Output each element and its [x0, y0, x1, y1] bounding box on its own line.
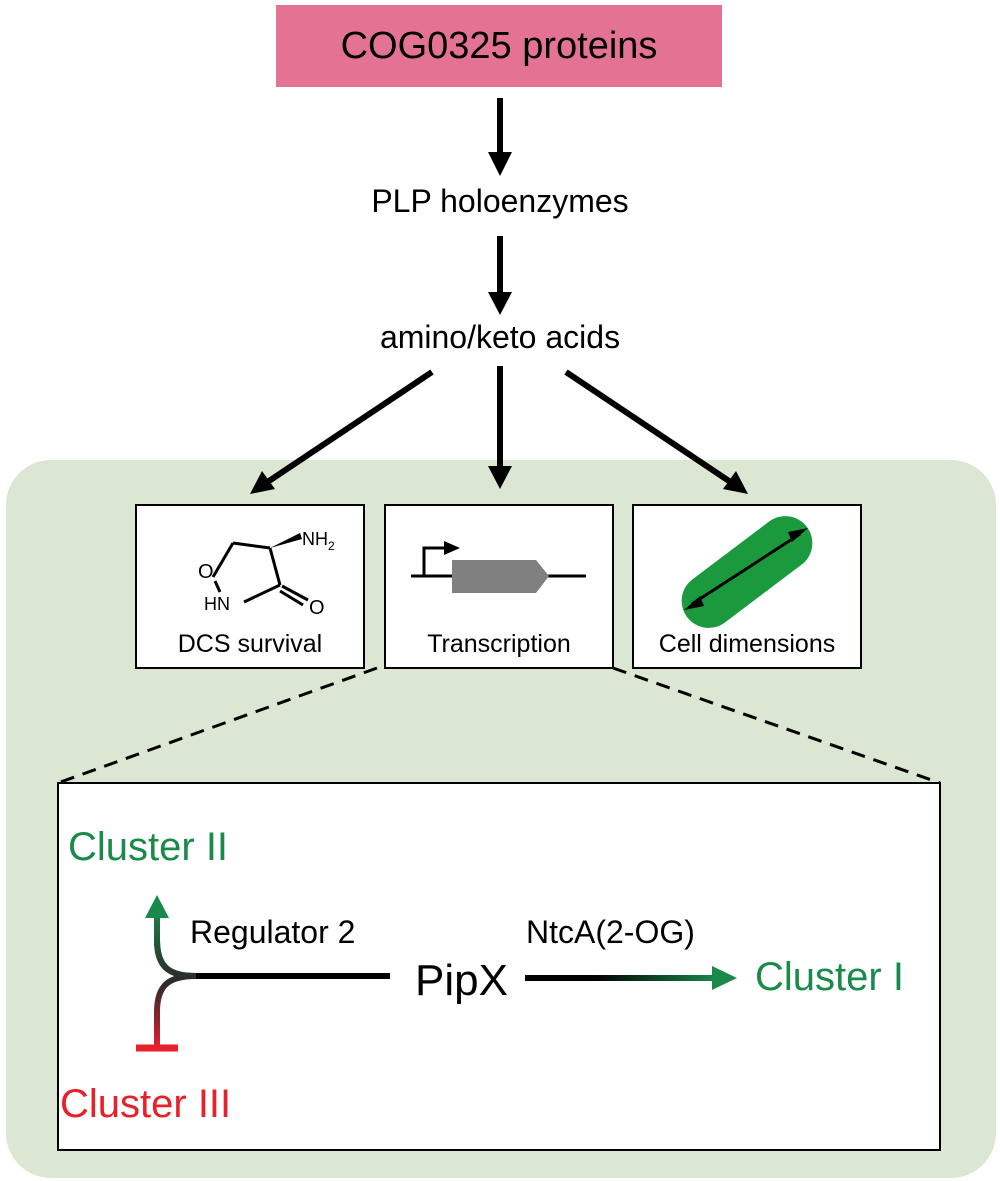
- amino-keto-acids-label: amino/keto acids: [380, 319, 620, 355]
- cluster-ii-arrowhead: [145, 895, 169, 918]
- arrowhead-acids-to-cell: [723, 471, 748, 494]
- ntca-label: NtcA(2-OG): [526, 914, 695, 950]
- cell-dimensions-label: Cell dimensions: [659, 630, 835, 658]
- amine-label: NH2: [302, 529, 335, 553]
- ring-oxygen-label: O: [198, 561, 214, 583]
- regulator-branch-upper: [154, 915, 197, 979]
- cluster-iii-label: Cluster III: [60, 1082, 231, 1126]
- plp-holoenzymes-label: PLP holoenzymes: [371, 183, 628, 219]
- zoom-line-right: [612, 666, 941, 785]
- arrowhead-plp-to-acids: [488, 292, 512, 315]
- zoom-line-left: [57, 666, 378, 785]
- pipx-label: PipX: [415, 956, 508, 1005]
- cluster-ii-label: Cluster II: [68, 825, 228, 869]
- dcs-survival-label: DCS survival: [178, 630, 322, 658]
- ring-nh-label: HN: [204, 594, 230, 614]
- cog0325-label: COG0325 proteins: [341, 25, 658, 67]
- dcs-survival-box: [135, 504, 365, 669]
- arrowhead-acids-to-transcription: [488, 466, 512, 489]
- rod-cell-icon: [681, 516, 813, 628]
- arrowhead-acids-to-dcs: [250, 471, 275, 494]
- arrowhead-cog-to-plp: [488, 152, 512, 176]
- regulator-2-label: Regulator 2: [190, 914, 355, 950]
- transcription-label: Transcription: [427, 630, 571, 658]
- cog0325-box: [276, 5, 722, 87]
- double-arrow-icon: [684, 528, 808, 610]
- transcription-detail-box: [57, 782, 941, 1151]
- arrow-acids-to-dcs: [264, 369, 434, 486]
- arrow-acids-to-cell: [564, 369, 734, 486]
- cycloserine-structure-icon: [211, 541, 309, 607]
- cluster-i-label: Cluster I: [755, 955, 904, 999]
- gene-promoter-icon: [411, 541, 586, 593]
- ntca-arrowhead: [712, 966, 737, 990]
- carbonyl-oxygen-label: O: [309, 597, 325, 619]
- wedge-bond-icon: [270, 533, 302, 548]
